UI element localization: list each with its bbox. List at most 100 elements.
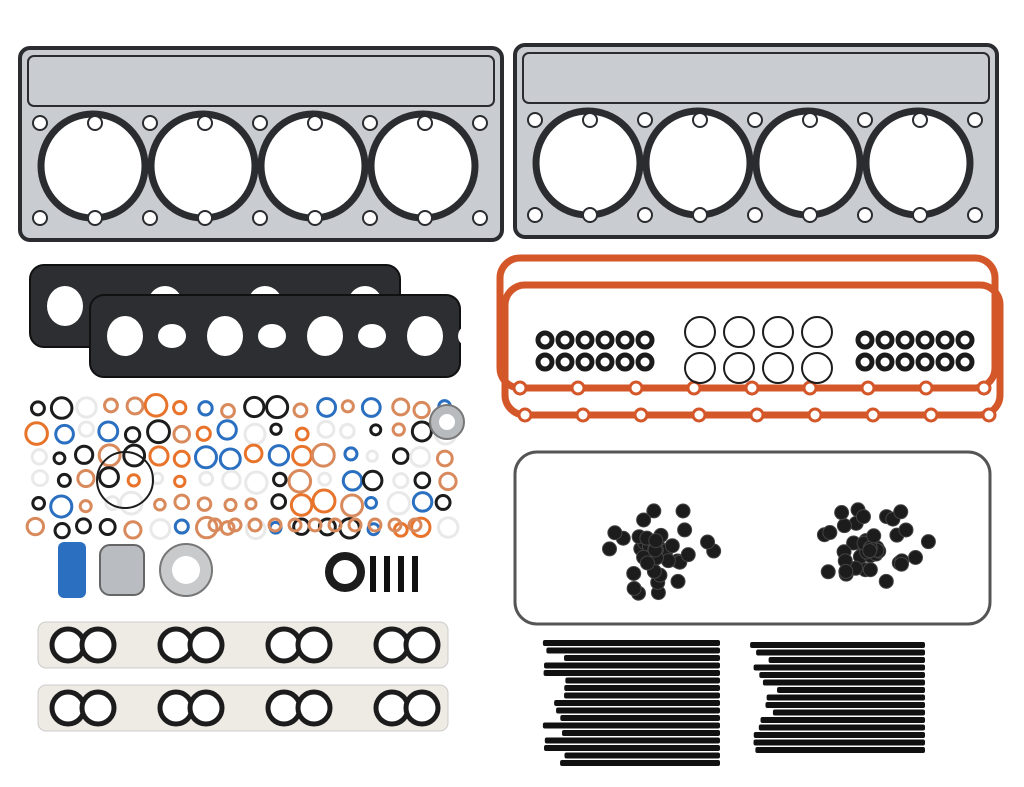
bolt-hole xyxy=(32,210,48,226)
large-o-ring xyxy=(96,451,154,509)
o-ring xyxy=(54,423,75,445)
head-stud xyxy=(560,760,720,766)
bolt-grommet xyxy=(918,380,934,396)
bolt-hole xyxy=(692,207,708,223)
exhaust-port xyxy=(458,324,486,348)
nut xyxy=(920,534,936,550)
o-ring xyxy=(340,493,365,518)
injector-seal xyxy=(895,352,915,372)
bolt-grommet xyxy=(802,380,818,396)
bolt-grommet xyxy=(744,380,760,396)
bolt-hole xyxy=(582,112,598,128)
bolt-grommet xyxy=(981,407,997,423)
o-ring xyxy=(122,443,147,468)
injector-seal xyxy=(955,352,975,372)
o-ring xyxy=(30,469,49,488)
exhaust-port xyxy=(358,324,386,348)
injector-seal xyxy=(955,330,975,350)
large-o-ring xyxy=(684,316,716,348)
o-ring-assortment xyxy=(24,392,465,541)
o-ring xyxy=(269,422,283,436)
nut xyxy=(898,522,914,538)
o-ring xyxy=(172,449,191,468)
head-stud xyxy=(750,642,925,648)
o-ring xyxy=(143,392,169,418)
intake-port-seal xyxy=(295,626,333,664)
nut xyxy=(648,533,664,549)
intake-port-seal xyxy=(79,689,117,727)
o-ring xyxy=(412,400,431,420)
head-stud xyxy=(765,702,925,708)
bolt-hole xyxy=(417,210,433,226)
nut-clusters xyxy=(602,502,936,601)
nut xyxy=(893,556,909,572)
bolt-hole xyxy=(32,115,48,131)
bolt-hole xyxy=(252,210,268,226)
bolt-hole xyxy=(197,210,213,226)
copper-washer xyxy=(367,517,383,533)
bolt-hole xyxy=(912,207,928,223)
o-ring xyxy=(410,516,432,538)
bolt-hole xyxy=(307,210,323,226)
nut xyxy=(677,522,693,538)
head-stud xyxy=(544,662,720,669)
head-stud xyxy=(560,715,720,721)
o-ring xyxy=(195,425,212,442)
copper-washer xyxy=(207,517,223,533)
o-ring xyxy=(360,397,382,418)
exhaust-port xyxy=(47,286,83,326)
o-ring xyxy=(30,448,48,466)
o-ring xyxy=(391,422,406,437)
o-ring xyxy=(173,493,191,511)
o-ring xyxy=(25,516,46,537)
head-stud xyxy=(564,692,720,699)
injector-seal xyxy=(615,352,635,372)
bolt-grommet xyxy=(628,380,644,396)
o-ring xyxy=(216,419,238,441)
intake-port-seal xyxy=(403,689,441,727)
head-stud xyxy=(563,655,720,661)
o-ring xyxy=(173,474,187,489)
o-ring xyxy=(78,499,93,514)
o-ring xyxy=(123,520,143,540)
o-ring xyxy=(149,518,172,540)
intake-port-seal xyxy=(157,689,195,727)
o-ring xyxy=(435,449,454,468)
nut xyxy=(607,525,623,541)
exhaust-seal-hole xyxy=(439,414,455,430)
exhaust-port xyxy=(107,316,143,356)
o-ring xyxy=(56,472,72,488)
head-stud xyxy=(542,640,720,646)
head-stud xyxy=(565,677,720,684)
head-gasket-water-rail xyxy=(522,52,990,104)
o-ring xyxy=(343,446,359,462)
nut xyxy=(636,512,652,528)
o-ring xyxy=(24,421,49,446)
head-stud xyxy=(546,647,720,654)
head-stud xyxy=(561,730,720,736)
o-ring xyxy=(243,395,266,419)
o-ring xyxy=(265,395,290,420)
head-stud xyxy=(753,739,925,746)
o-ring xyxy=(292,402,309,419)
intake-gaskets xyxy=(37,621,449,732)
o-ring xyxy=(219,520,236,536)
bolt-hole xyxy=(472,210,488,226)
nut xyxy=(680,547,696,563)
valve-cover-gasket-outline xyxy=(513,450,992,626)
valve-cover-gaskets xyxy=(496,254,1004,423)
nut xyxy=(602,541,618,557)
injector-seal xyxy=(855,352,875,372)
bolt-hole xyxy=(87,115,103,131)
o-ring xyxy=(391,397,411,417)
bolt-grommet xyxy=(570,380,586,396)
intake-port-seal xyxy=(295,689,333,727)
nut xyxy=(626,580,642,596)
head-stud xyxy=(556,707,720,714)
intake-port-seal xyxy=(187,626,225,664)
head-stud xyxy=(760,717,925,723)
nut xyxy=(670,573,686,589)
o-ring xyxy=(221,469,242,491)
nut xyxy=(626,565,642,581)
bolt-hole xyxy=(362,210,378,226)
